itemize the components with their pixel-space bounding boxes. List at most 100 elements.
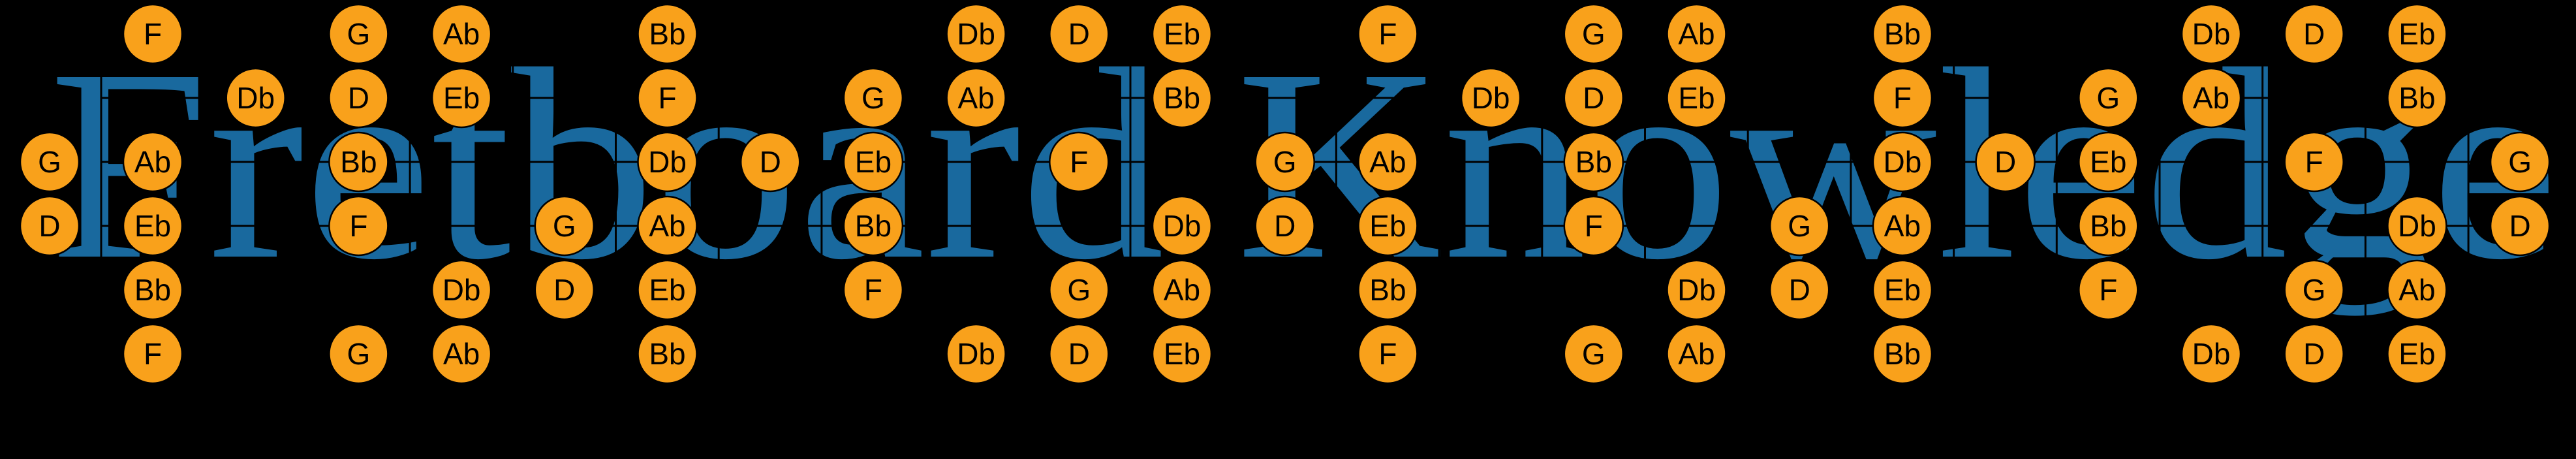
note-marker: F — [328, 195, 389, 257]
note-label: D — [39, 209, 60, 243]
note-circle — [2180, 3, 2242, 65]
note-label: Ab — [1164, 273, 1200, 307]
note-circle — [431, 67, 492, 129]
note-marker: Bb — [328, 131, 389, 193]
note-marker: D — [328, 67, 389, 129]
note-circle — [328, 67, 389, 129]
note-circle — [739, 131, 801, 193]
note-circle — [1872, 3, 1933, 65]
note-marker: Bb — [2387, 67, 2447, 129]
note-label: Eb — [1164, 17, 1200, 51]
note-circle — [122, 323, 183, 385]
note-label: G — [1067, 273, 1091, 307]
note-marker: Bb — [843, 195, 904, 257]
note-marker: Bb — [1151, 67, 1213, 129]
note-marker: G — [2489, 131, 2551, 193]
note-circle — [534, 195, 595, 257]
note-marker: Ab — [946, 67, 1006, 129]
note-label: D — [1994, 145, 2016, 179]
note-label: Db — [2398, 209, 2436, 243]
note-circle — [1563, 67, 1624, 129]
note-marker: Ab — [1358, 131, 1418, 193]
note-marker: Eb — [637, 259, 698, 321]
note-label: F — [2305, 145, 2323, 179]
note-label: Eb — [2398, 17, 2435, 51]
note-marker: Db — [225, 67, 286, 129]
note-label: G — [1788, 209, 1811, 243]
note-marker: D — [1049, 3, 1110, 65]
note-circle — [1358, 3, 1418, 65]
note-circle — [2078, 67, 2139, 129]
note-circle — [431, 259, 492, 321]
note-label: G — [2096, 81, 2120, 115]
note-marker: D — [2284, 323, 2344, 385]
note-marker: G — [1769, 195, 1830, 257]
note-marker: Eb — [2387, 3, 2447, 65]
note-marker: F — [1872, 67, 1933, 129]
note-circle — [1975, 131, 2036, 193]
note-circle — [1254, 131, 1315, 193]
note-label: Db — [236, 81, 275, 115]
note-marker: Eb — [1358, 195, 1418, 257]
note-label: D — [1274, 209, 1296, 243]
note-circle — [2284, 259, 2344, 321]
note-label: Db — [442, 273, 481, 307]
note-marker: F — [122, 323, 183, 385]
note-marker: D — [2284, 3, 2344, 65]
note-label: Bb — [855, 209, 892, 243]
note-label: D — [2303, 337, 2325, 371]
note-label: Eb — [1884, 273, 1921, 307]
note-label: Eb — [134, 209, 171, 243]
note-circle — [431, 3, 492, 65]
note-circle — [1563, 131, 1624, 193]
note-circle — [328, 323, 389, 385]
note-marker: Ab — [1151, 259, 1213, 321]
note-label: D — [2509, 209, 2530, 243]
note-circle — [122, 195, 183, 257]
note-label: Ab — [443, 337, 480, 371]
note-circle — [1358, 195, 1418, 257]
note-circle — [2387, 259, 2447, 321]
note-circle — [1151, 195, 1213, 257]
note-marker: Db — [1666, 259, 1727, 321]
note-marker: Ab — [1666, 3, 1727, 65]
note-circle — [843, 259, 904, 321]
note-marker: Ab — [637, 195, 698, 257]
note-circle — [1769, 259, 1830, 321]
note-circle — [946, 67, 1006, 129]
note-marker: Eb — [843, 131, 904, 193]
note-circle — [2387, 195, 2447, 257]
note-label: Db — [957, 337, 995, 371]
note-marker: D — [1769, 259, 1830, 321]
note-circle — [2078, 195, 2139, 257]
note-marker: F — [1358, 3, 1418, 65]
note-label: F — [349, 209, 367, 243]
note-circle — [1460, 67, 1521, 129]
note-marker: G — [1049, 259, 1110, 321]
note-circle — [637, 323, 698, 385]
note-marker: Ab — [431, 3, 492, 65]
note-label: G — [347, 17, 371, 51]
note-marker: G — [1254, 131, 1315, 193]
note-marker: F — [2078, 259, 2139, 321]
note-circle — [328, 131, 389, 193]
note-circle — [843, 195, 904, 257]
note-label: Eb — [2398, 337, 2435, 371]
note-label: Bb — [649, 17, 685, 51]
note-label: D — [1068, 17, 1090, 51]
note-circle — [637, 195, 698, 257]
note-label: Ab — [957, 81, 994, 115]
note-label: G — [553, 209, 576, 243]
note-label: F — [1378, 17, 1397, 51]
note-label: Bb — [340, 145, 377, 179]
note-marker: F — [122, 3, 183, 65]
note-marker: Bb — [1872, 323, 1933, 385]
note-label: Bb — [134, 273, 171, 307]
note-marker: F — [1049, 131, 1110, 193]
note-label: G — [1582, 17, 1606, 51]
note-label: F — [1893, 81, 1912, 115]
note-circle — [1151, 3, 1213, 65]
note-label: G — [2508, 145, 2532, 179]
note-marker: Db — [946, 323, 1006, 385]
